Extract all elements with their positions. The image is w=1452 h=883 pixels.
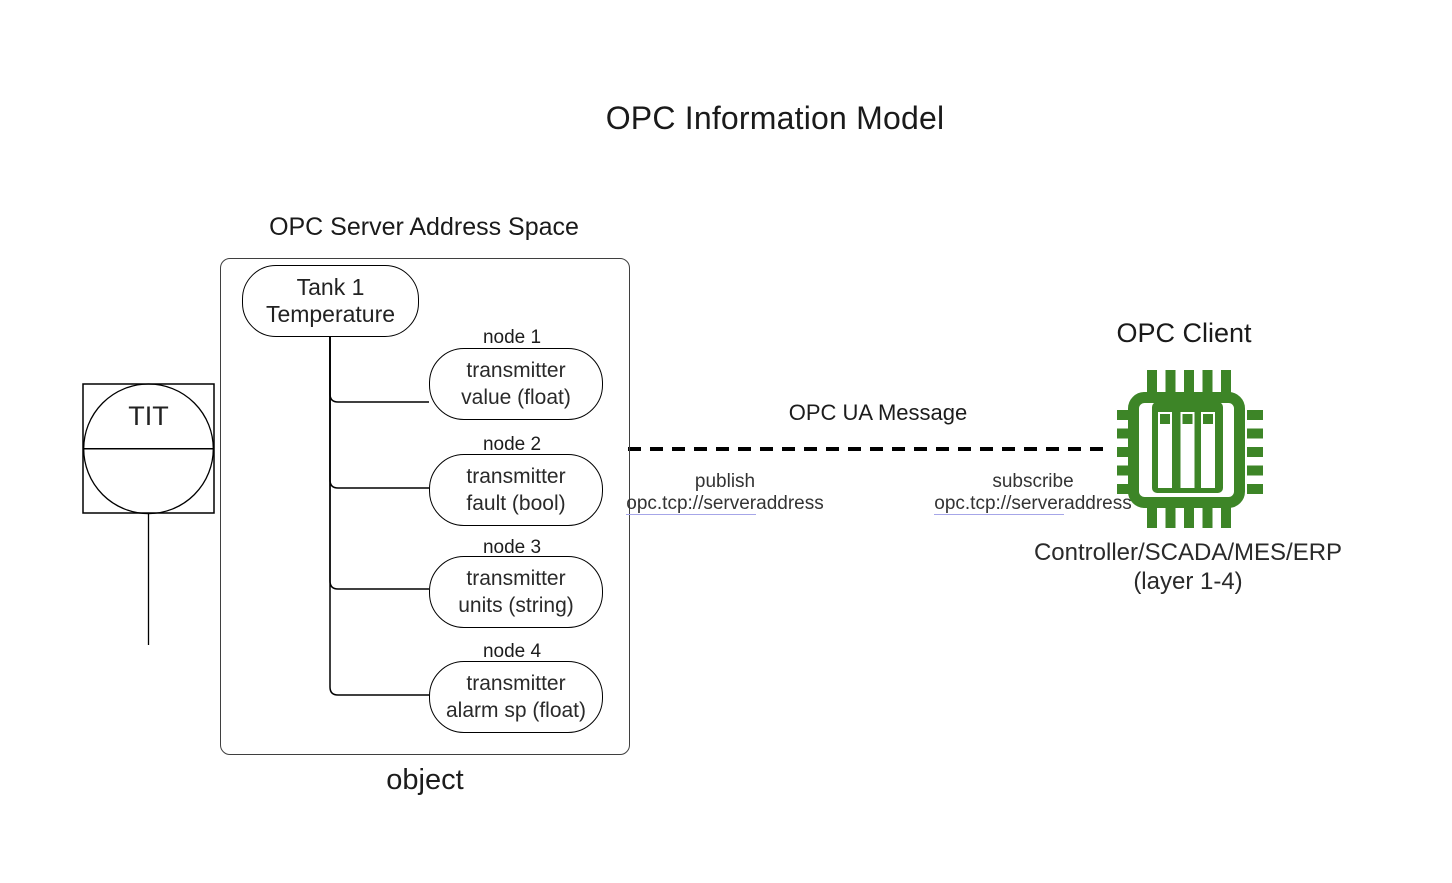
subscribe-url-suffix: address xyxy=(1064,493,1132,514)
node3-line2: units (string) xyxy=(458,594,574,617)
opc-ua-message-label: OPC UA Message xyxy=(788,400,968,425)
node3-line1: transmitter xyxy=(466,567,566,590)
node1-line1: transmitter xyxy=(466,359,566,382)
diagram-title: OPC Information Model xyxy=(605,100,945,136)
object-caption: object xyxy=(386,764,464,796)
server-address-space-label: OPC Server Address Space xyxy=(269,213,579,241)
subscribe-url-link[interactable]: opc.tcp://server xyxy=(934,493,1065,515)
node2-line2: fault (bool) xyxy=(466,492,566,515)
node2-line1: transmitter xyxy=(466,465,566,488)
tank-node-line2: Temperature xyxy=(265,301,396,327)
node4-line1: transmitter xyxy=(466,672,566,695)
publish-url: opc.tcp://serveraddress xyxy=(600,493,850,515)
opc-client-label: OPC Client xyxy=(1116,318,1252,348)
chip-slots xyxy=(1158,412,1215,488)
node2-tag: node 2 xyxy=(482,434,542,455)
client-caption: Controller/SCADA/MES/ERP (layer 1-4) xyxy=(1023,538,1353,596)
client-caption-line1: Controller/SCADA/MES/ERP xyxy=(1033,539,1343,566)
subscribe-block: subscribe opc.tcp://serveraddress xyxy=(908,471,1158,515)
node1-oval: transmitter value (float) xyxy=(429,348,603,420)
tit-label: TIT xyxy=(128,401,169,431)
tank-node-line1: Tank 1 xyxy=(296,274,365,300)
tit-instrument-symbol xyxy=(82,383,215,645)
publish-block: publish opc.tcp://serveraddress xyxy=(600,471,850,515)
subscribe-url: opc.tcp://serveraddress xyxy=(908,493,1158,515)
node1-line2: value (float) xyxy=(461,386,571,409)
node4-line2: alarm sp (float) xyxy=(445,699,587,722)
node4-oval: transmitter alarm sp (float) xyxy=(429,661,603,733)
publish-url-link[interactable]: opc.tcp://server xyxy=(626,493,757,515)
client-caption-line2: (layer 1-4) xyxy=(1133,568,1243,595)
opc-client-chip-icon xyxy=(1117,370,1263,528)
node3-tag: node 3 xyxy=(482,537,542,558)
chip-slot-squares xyxy=(1160,414,1213,424)
chip-pins xyxy=(1117,370,1263,528)
publish-url-suffix: address xyxy=(756,493,824,514)
node3-oval: transmitter units (string) xyxy=(429,556,603,628)
node2-oval: transmitter fault (bool) xyxy=(429,454,603,526)
publish-label: publish xyxy=(694,471,756,492)
node1-tag: node 1 xyxy=(482,327,542,348)
server-address-space-box xyxy=(220,258,630,755)
subscribe-label: subscribe xyxy=(992,471,1074,492)
node4-tag: node 4 xyxy=(482,641,542,662)
tank-root-node: Tank 1 Temperature xyxy=(242,265,419,337)
